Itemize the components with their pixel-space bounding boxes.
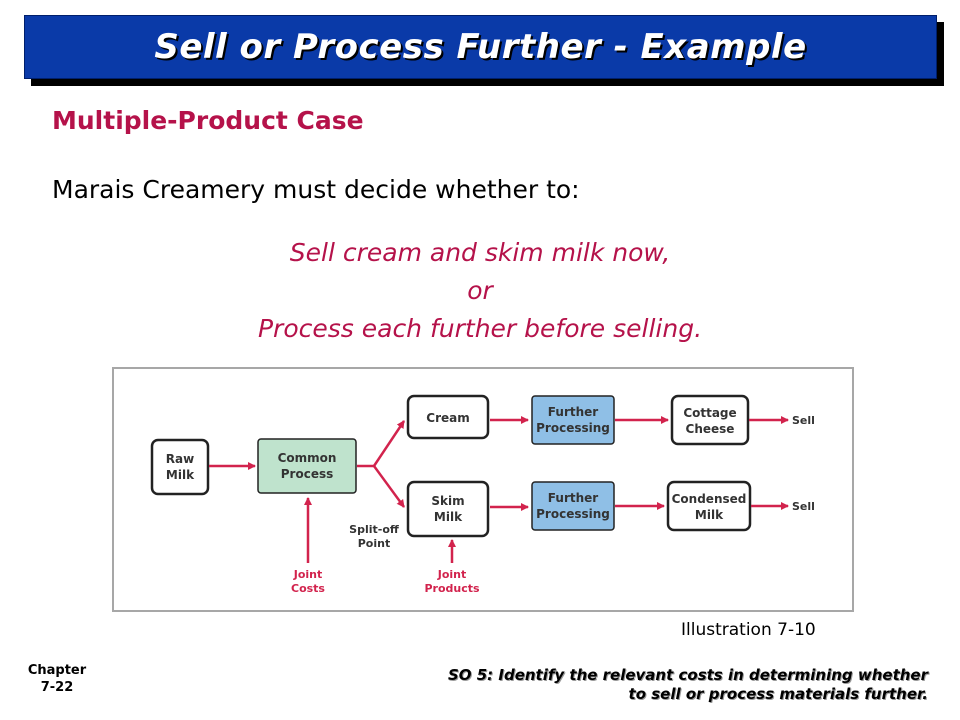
study-objective-note: SO 5: Identify the relevant costs in det… — [288, 666, 928, 704]
chapter-number: 7-22 — [40, 680, 74, 695]
so-note-line1: SO 5: Identify the relevant costs in det… — [447, 666, 928, 684]
svg-text:Joint: Joint — [437, 568, 467, 581]
options-block: Sell cream and skim milk now, or Process… — [0, 234, 960, 348]
svg-text:Milk: Milk — [434, 510, 463, 524]
svg-text:Cottage: Cottage — [683, 406, 736, 420]
node-further-processing-skim: Further Processing — [531, 481, 615, 531]
so-note-line2: to sell or process materials further. — [628, 685, 928, 703]
node-cream: Cream — [406, 394, 490, 440]
node-raw-milk: Raw Milk — [150, 438, 210, 496]
svg-text:Skim: Skim — [431, 494, 464, 508]
split-off-label: Split-off Point — [349, 523, 399, 550]
joint-costs-label: Joint Costs — [291, 568, 325, 595]
svg-text:Further: Further — [548, 491, 598, 505]
joint-products-label: Joint Products — [424, 568, 480, 595]
sell-label-bottom: Sell — [792, 500, 815, 513]
section-subtitle: Multiple-Product Case — [52, 106, 364, 135]
chapter-word: Chapter — [27, 663, 87, 678]
svg-text:Joint: Joint — [293, 568, 323, 581]
chapter-label: Chapter 7-22 — [14, 662, 100, 696]
svg-text:Products: Products — [424, 582, 480, 595]
node-cottage-cheese: Cottage Cheese — [670, 394, 750, 446]
svg-text:Processing: Processing — [536, 507, 610, 521]
svg-text:Milk: Milk — [166, 468, 195, 482]
flow-arrows — [209, 416, 789, 563]
svg-text:Raw: Raw — [166, 452, 194, 466]
process-diagram-svg: Raw Milk Common Process Cream Skim Milk … — [112, 367, 854, 612]
illustration-caption: Illustration 7-10 — [681, 620, 816, 640]
option-process-further: Process each further before selling. — [257, 314, 703, 343]
svg-text:Condensed: Condensed — [672, 492, 747, 506]
arrow-split-to-cream — [372, 420, 406, 467]
option-sell-now: Sell cream and skim milk now, — [289, 238, 671, 267]
arrow-split-to-skim — [372, 465, 406, 508]
svg-text:Cream: Cream — [426, 411, 469, 425]
process-diagram: Raw Milk Common Process Cream Skim Milk … — [112, 367, 854, 612]
svg-text:Cheese: Cheese — [686, 422, 735, 436]
page-title: Sell or Process Further - Example — [154, 27, 807, 67]
intro-text: Marais Creamery must decide whether to: — [52, 175, 580, 204]
svg-text:Processing: Processing — [536, 421, 610, 435]
svg-text:Common: Common — [278, 451, 337, 465]
svg-text:Further: Further — [548, 405, 598, 419]
node-skim-milk: Skim Milk — [406, 480, 490, 538]
svg-text:Costs: Costs — [291, 582, 325, 595]
node-common-process: Common Process — [257, 438, 357, 494]
svg-text:Point: Point — [358, 537, 390, 550]
node-condensed-milk: Condensed Milk — [666, 480, 752, 532]
sell-label-top: Sell — [792, 414, 815, 427]
svg-text:Milk: Milk — [695, 508, 724, 522]
svg-text:Process: Process — [281, 467, 334, 481]
title-bar: Sell or Process Further - Example — [24, 15, 937, 79]
svg-text:Split-off: Split-off — [349, 523, 399, 536]
option-or: or — [467, 276, 493, 305]
node-further-processing-cream: Further Processing — [531, 395, 615, 445]
